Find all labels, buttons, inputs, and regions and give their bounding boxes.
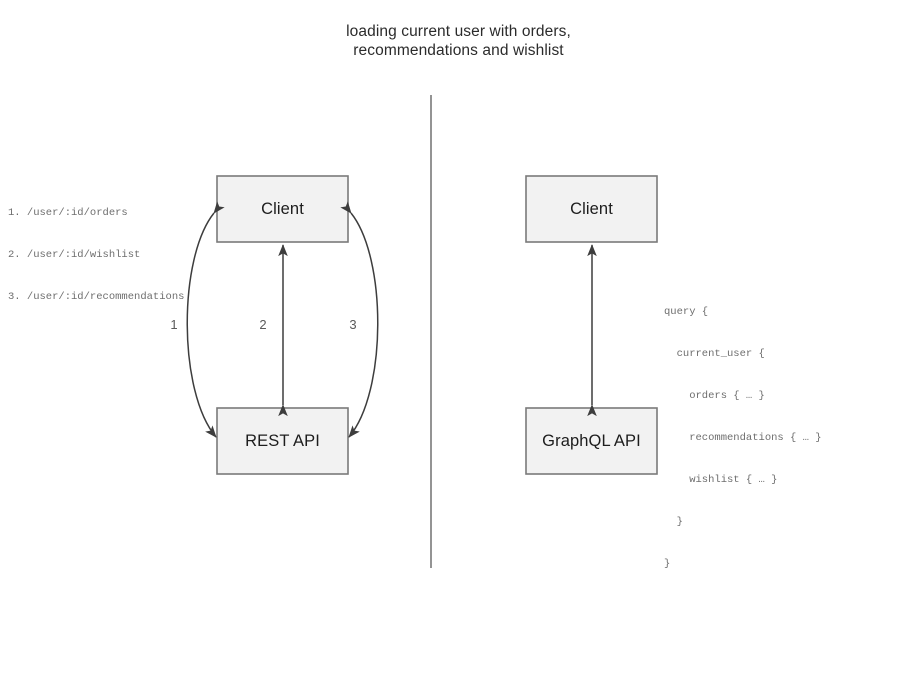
page-title-line-1: loading current user with orders, (346, 23, 571, 40)
graphql-query-block: query { current_user { orders { … } reco… (664, 277, 822, 599)
graphql-query-line: } (664, 558, 671, 570)
page-title-line-2: recommendations and wishlist (353, 42, 564, 59)
graphql-query-line: } (664, 516, 683, 528)
graphql-query-line: wishlist { … } (664, 474, 778, 486)
rest-api-box[interactable] (216, 407, 349, 475)
rest-edge-1-number: 1 (170, 317, 178, 332)
rest-edge-2-number: 2 (259, 317, 267, 332)
rest-edge-1[interactable] (186, 201, 225, 438)
rest-endpoint-item: 2. /user/:id/wishlist (8, 249, 141, 261)
graphql-query-line: current_user { (664, 348, 765, 360)
graphql-api-box[interactable] (525, 407, 658, 475)
rest-client-box[interactable] (216, 175, 349, 243)
graphql-query-line: recommendations { … } (664, 432, 822, 444)
rest-endpoint-item: 3. /user/:id/recommendations (8, 291, 185, 303)
rest-edge-3[interactable] (340, 201, 379, 438)
rest-endpoint-item: 1. /user/:id/orders (8, 207, 128, 219)
page-title: loading current user with orders, recomm… (0, 22, 917, 60)
graphql-query-line: orders { … } (664, 390, 765, 402)
graphql-query-line: query { (664, 306, 709, 318)
rest-endpoint-list: 1. /user/:id/orders 2. /user/:id/wishlis… (8, 178, 184, 332)
graphql-client-box[interactable] (525, 175, 658, 243)
rest-edge-3-number: 3 (349, 317, 357, 332)
